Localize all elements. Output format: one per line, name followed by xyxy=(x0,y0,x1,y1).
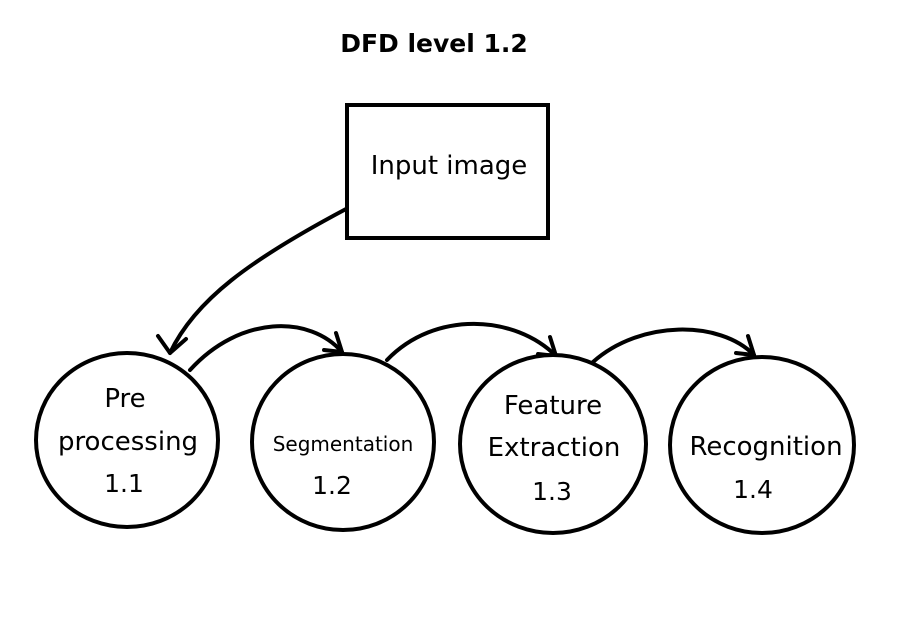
process-number: 1.2 xyxy=(312,471,352,500)
flow-arrow-feature-extraction-to-recognition xyxy=(591,327,756,364)
arrowhead-preprocessing-to-segmentation xyxy=(322,331,344,354)
process-name-line1: Pre xyxy=(104,384,145,414)
input-entity-label: Input image xyxy=(371,151,528,181)
process-recognition: Recognition 1.4 xyxy=(668,355,856,535)
process-feature-extraction: Feature Extraction 1.3 xyxy=(458,353,648,535)
input-entity: Input image xyxy=(345,103,550,240)
process-name-line2: Extraction xyxy=(488,433,621,463)
input-entity-box xyxy=(345,103,550,240)
process-circle xyxy=(34,351,220,529)
process-name-line1: Feature xyxy=(504,391,602,421)
process-circle xyxy=(458,353,648,535)
process-number: 1.3 xyxy=(532,477,572,506)
process-name-line1: Recognition xyxy=(689,432,842,462)
process-circle xyxy=(250,352,436,532)
process-name-line1: Segmentation xyxy=(273,432,414,456)
flow-arrows xyxy=(156,207,756,372)
flow-arrow-segmentation-to-feature-extraction xyxy=(385,322,558,362)
process-number: 1.1 xyxy=(104,469,144,498)
arrowhead-input-to-preprocessing xyxy=(156,334,188,355)
diagram-title: DFD level 1.2 xyxy=(340,29,528,58)
process-segmentation: Segmentation 1.2 xyxy=(250,352,436,532)
process-circle xyxy=(668,355,856,535)
flow-arrow-preprocessing-to-segmentation xyxy=(188,324,344,372)
process-number: 1.4 xyxy=(733,475,773,504)
flow-arrow-input-to-preprocessing xyxy=(168,207,348,355)
process-name-line2: processing xyxy=(58,427,198,457)
arrowhead-feature-extraction-to-recognition xyxy=(734,334,756,357)
process-preprocessing: Pre processing 1.1 xyxy=(34,351,220,529)
